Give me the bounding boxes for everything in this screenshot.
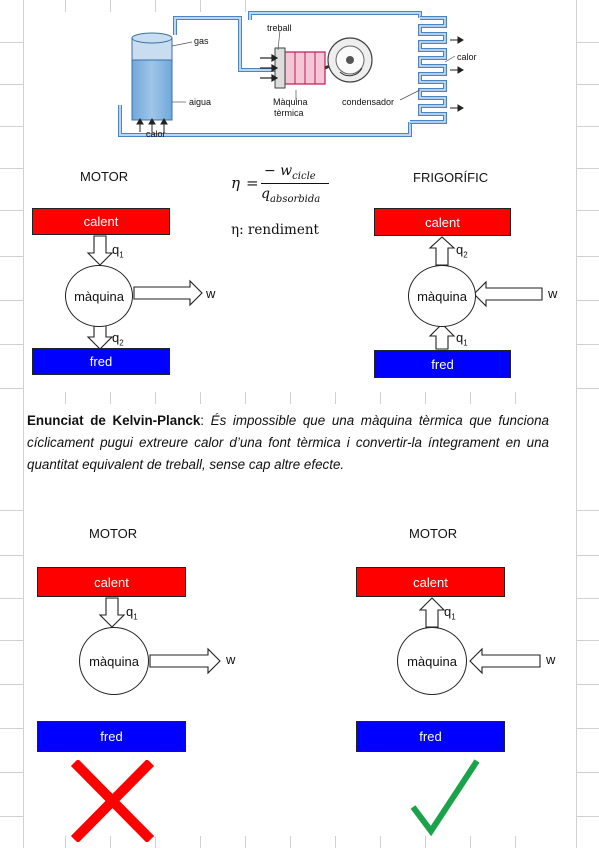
cold-reservoir: fred (32, 348, 170, 375)
w-label: w (206, 286, 216, 301)
motor-title: MOTOR (80, 169, 129, 184)
w-label: w (226, 652, 236, 667)
hot-reservoir: calent (374, 208, 511, 236)
q1-label: q1 (126, 604, 138, 622)
kelvin-planck-statement: Enunciat de Kelvin-Planck: És impossible… (27, 413, 549, 472)
hot-reservoir: calent (356, 567, 505, 597)
motor-title: MOTOR (409, 526, 458, 541)
equals-sign: = (246, 174, 259, 192)
fraction-bar (261, 183, 329, 184)
q1-label: q1 (456, 330, 468, 348)
label-maquina-2: tèrmica (274, 108, 304, 118)
check-icon (410, 759, 480, 837)
label-condensador: condensador (342, 97, 395, 107)
cold-reservoir: fred (356, 721, 505, 752)
possible-motor-arrows (418, 597, 541, 675)
engine-circle: màquina (408, 265, 476, 327)
formula-numerator: − wcicle (264, 163, 316, 182)
w-label: w (546, 652, 556, 667)
statement-heading: Enunciat de Kelvin-Planck (27, 413, 201, 428)
steam-engine-drawing (118, 11, 464, 137)
cold-reservoir: fred (37, 721, 186, 752)
fridge-title: FRIGORÍFIC (413, 170, 489, 185)
cross-icon (70, 760, 155, 842)
label-treball: treball (267, 23, 292, 33)
q2-label: q2 (112, 330, 124, 348)
eta-symbol: η (231, 174, 240, 192)
engine-circle: màquina (65, 265, 133, 327)
label-maquina-1: Màquina (273, 97, 308, 107)
fridge-arrows (428, 236, 543, 350)
label-calor-in: calor (146, 129, 166, 139)
impossible-motor-arrows (98, 597, 221, 675)
q2-label: q2 (456, 242, 468, 260)
w-label: w (548, 286, 558, 301)
motor-title: MOTOR (89, 526, 138, 541)
formula-denominator: qabsorbida (261, 186, 321, 205)
label-gas: gas (194, 36, 209, 46)
hot-reservoir: calent (37, 567, 186, 597)
statement-text: És impossible que una màquina tèrmica qu… (27, 413, 549, 472)
cold-reservoir: fred (374, 350, 511, 378)
engine-circle: màquina (397, 627, 467, 695)
q1-label: q1 (444, 604, 456, 622)
engine-circle: màquina (79, 627, 149, 695)
hot-reservoir: calent (32, 208, 170, 235)
label-aigua: aigua (189, 97, 212, 107)
q1-label: q1 (112, 242, 124, 260)
formula-legend: η: rendiment (231, 222, 319, 238)
motor-arrows (86, 235, 203, 350)
label-calor-out: calor (457, 52, 477, 62)
